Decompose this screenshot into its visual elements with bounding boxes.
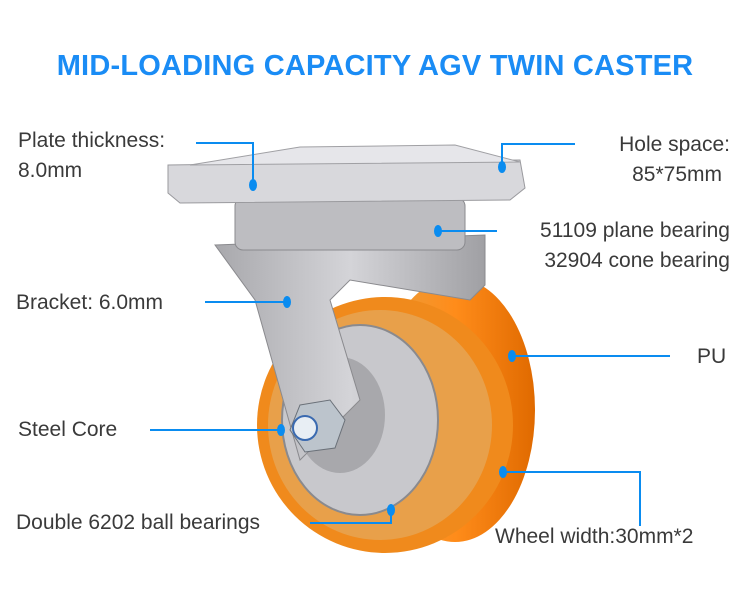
swivel-bearing <box>234 197 466 251</box>
bracket <box>214 234 486 461</box>
width-callout-dot <box>499 466 507 478</box>
top-plate-surface <box>189 144 521 166</box>
callout-dots <box>249 161 516 516</box>
page-title: MID-LOADING CAPACITY AGV TWIN CASTER <box>56 50 694 82</box>
hole-space-label: Hole space: 85*75mm <box>619 130 730 190</box>
plate-thickness-line1: Plate thickness: <box>18 129 166 152</box>
plate-thickness-label: Plate thickness: 8.0mm <box>18 126 165 186</box>
top-plate <box>167 159 526 204</box>
axle-washer <box>292 415 318 441</box>
bracket-label: Bracket: 6.0mm <box>16 291 164 314</box>
plate-callout-line <box>196 142 254 185</box>
ball-bearings-label: Double 6202 ball bearings <box>16 511 261 534</box>
core-callout-dot <box>277 424 285 436</box>
bearing-callout-dot <box>434 225 442 237</box>
plate-thickness-value: 8.0mm <box>18 159 83 182</box>
pu-label: PU <box>697 345 727 368</box>
hole-callout-line <box>501 143 575 167</box>
hole-space-value: 85*75mm <box>632 163 722 186</box>
hole-callout-dot <box>498 161 506 173</box>
cone-bearing-text: 32904 cone bearing <box>544 249 730 272</box>
bracket-callout-dot <box>283 296 291 308</box>
plate-callout-dot <box>249 179 257 191</box>
ball-bearing-callout-dot <box>387 504 395 516</box>
steel-core-label: Steel Core <box>18 418 118 441</box>
plane-bearing-text: 51109 plane bearing <box>540 219 730 242</box>
bearing-label: 51109 plane bearing 32904 cone bearing <box>540 216 730 276</box>
wheel-width-label: Wheel width:30mm*2 <box>495 525 694 548</box>
width-callout-line <box>503 471 641 526</box>
hole-space-line1: Hole space: <box>619 133 730 156</box>
pu-callout-dot <box>508 350 516 362</box>
